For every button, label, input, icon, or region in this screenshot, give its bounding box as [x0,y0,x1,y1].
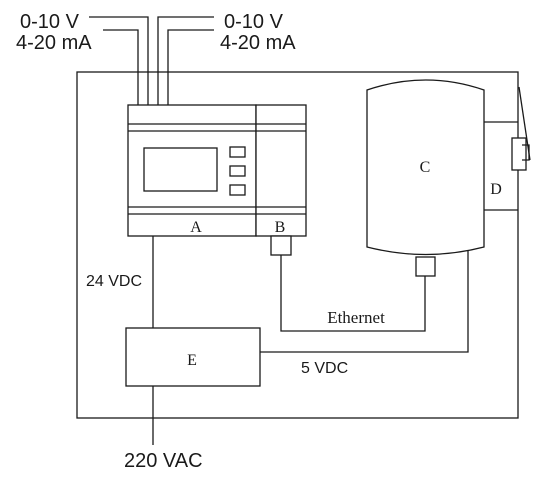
plc-key-1 [229,146,246,158]
wire-5vdc [260,251,469,353]
signal-label-right-2: 4-20 mA [220,32,296,54]
signal-label-left-1: 0-10 V [20,11,80,33]
plc-key-2 [229,165,246,177]
plc-module-a [127,104,257,237]
wire-ethernet [280,255,426,332]
device-d [484,86,531,211]
signal-label-right-1: 0-10 V [224,11,284,33]
label-220vac: 220 VAC [124,450,203,472]
antenna-mast [518,86,531,161]
power-supply-e [125,327,261,387]
device-c-port [415,256,436,277]
signal-wire-left-2 [103,29,139,105]
signal-wire-right-2 [167,29,214,105]
label-ethernet: Ethernet [327,308,385,327]
block-label-c: C [420,159,431,176]
device-c [366,79,485,277]
label-24vdc: 24 VDC [86,273,142,290]
block-label-b: B [275,219,286,236]
signal-wire-right-1 [157,16,214,105]
label-5vdc: 5 VDC [301,360,348,377]
block-label-d: D [490,181,502,198]
block-label-e: E [187,352,197,369]
block-label-a: A [190,219,202,236]
enclosure-frame [76,71,519,419]
antenna-mount [511,137,527,171]
plc-display-screen [143,147,218,192]
plc-key-3 [229,184,246,196]
signal-wire-left-1 [89,16,149,105]
module-b-port [270,235,292,256]
signal-label-left-2: 4-20 mA [16,32,92,54]
